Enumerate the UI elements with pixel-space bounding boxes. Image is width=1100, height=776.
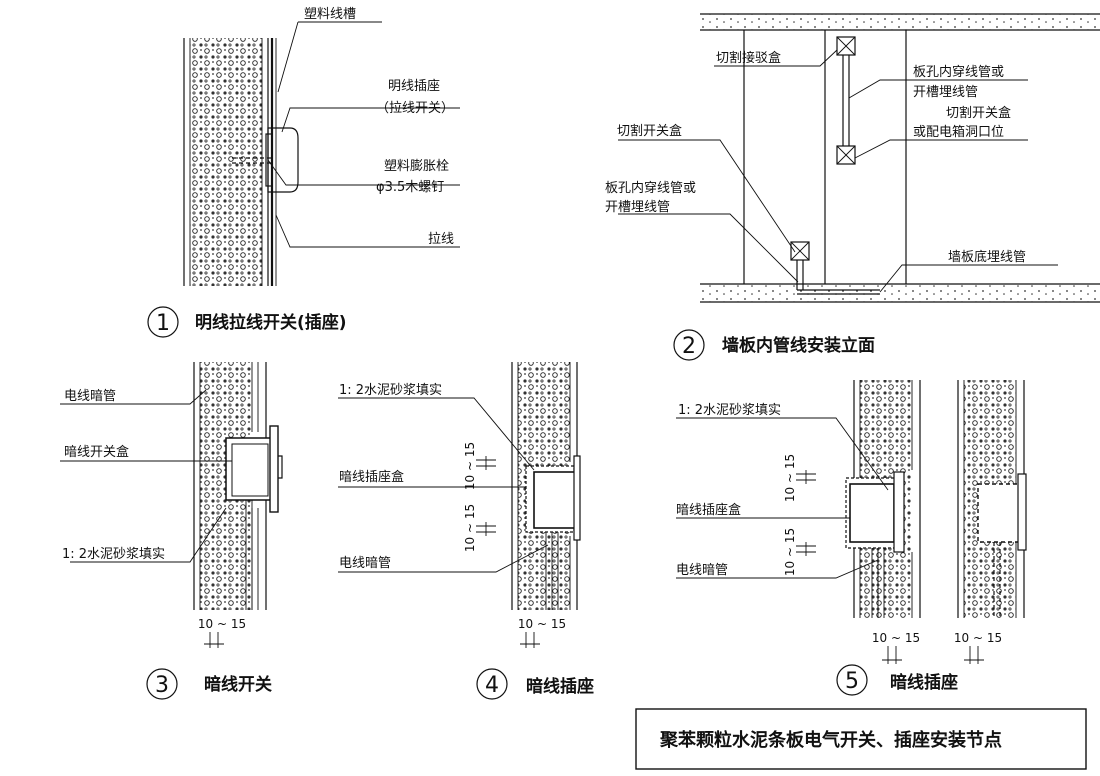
detail-5-dimension-b: 10 ~ 15 — [954, 631, 1002, 664]
detail-3-dimension: 10 ~ 15 — [198, 617, 246, 648]
label-concealed-socketbox: 暗线插座盒 — [339, 469, 404, 485]
detail-1-caption: 1 明线拉线开关(插座) — [147, 306, 347, 338]
detail-4-caption: 4 暗线插座 — [476, 668, 594, 700]
detail-5-dimension-a: 10 ~ 15 — [872, 631, 920, 664]
detail-2-leaders — [618, 49, 1058, 293]
detail-2-slabs — [700, 13, 1100, 303]
svg-text:10 ~ 15: 10 ~ 15 — [872, 631, 920, 645]
svg-text:10 ~ 15: 10 ~ 15 — [463, 442, 477, 490]
detail-5-socket-box-b — [977, 473, 1027, 618]
label-surface-socket: 明线插座 — [388, 79, 440, 94]
label-concealed-socketbox: 暗线插座盒 — [676, 502, 741, 518]
label-concealed-switchbox: 暗线开关盒 — [64, 444, 129, 460]
detail-2: 切割接驳盒 板孔内穿线管或 开槽埋线管 切割开关盒 或配电箱洞口位 切割开关盒 … — [605, 13, 1100, 361]
drawing-title: 聚苯颗粒水泥条板电气开关、插座安装节点 — [659, 729, 1002, 751]
label-conduit-left-1: 板孔内穿线管或 — [605, 180, 696, 196]
svg-text:暗线插座: 暗线插座 — [526, 676, 594, 697]
detail-1-surface-socket — [232, 127, 299, 193]
svg-text:5: 5 — [845, 669, 859, 694]
label-pull-switch: （拉线开关） — [376, 101, 454, 116]
detail-2-caption: 2 墙板内管线安装立面 — [673, 329, 875, 361]
svg-text:暗线插座: 暗线插座 — [890, 672, 958, 693]
label-cut-switchbox-left: 切割开关盒 — [617, 123, 682, 139]
detail-1-leaders — [267, 21, 460, 248]
title-block: 聚苯颗粒水泥条板电气开关、插座安装节点 — [635, 708, 1087, 770]
detail-4-dimension-vertical-top: 10 ~ 15 — [463, 442, 496, 490]
svg-text:10 ~ 15: 10 ~ 15 — [783, 454, 797, 502]
label-conduit-right-2: 开槽埋线管 — [913, 85, 978, 100]
label-mortar: 1: 2水泥砂浆填实 — [339, 383, 442, 398]
label-mortar: 1: 2水泥砂浆填实 — [678, 403, 781, 418]
label-cut-switchbox-right-2: 或配电箱洞口位 — [913, 124, 1004, 140]
label-mortar: 1: 2水泥砂浆填实 — [62, 547, 165, 562]
label-bottom-conduit: 墙板底埋线管 — [948, 249, 1026, 265]
detail-2-panels — [743, 30, 907, 284]
detail-4-socket-box — [525, 455, 581, 610]
label-conduit-left-2: 开槽埋线管 — [605, 200, 670, 215]
svg-text:10 ~ 15: 10 ~ 15 — [198, 617, 246, 631]
detail-4-dimension: 10 ~ 15 — [518, 617, 566, 648]
detail-5-leaders — [676, 417, 889, 579]
detail-3-leaders — [60, 389, 232, 563]
detail-5-caption: 5 暗线插座 — [836, 664, 958, 696]
svg-text:明线拉线开关(插座): 明线拉线开关(插座) — [195, 312, 347, 333]
detail-4: 1: 2水泥砂浆填实 暗线插座盒 电线暗管 10 ~ 15 10 ~ 15 10… — [338, 362, 594, 700]
svg-text:1: 1 — [156, 311, 170, 336]
svg-text:暗线开关: 暗线开关 — [204, 674, 272, 695]
label-pull-cord: 拉线 — [428, 232, 454, 247]
detail-5: 1: 2水泥砂浆填实 暗线插座盒 电线暗管 10 ~ 15 10 ~ 15 10… — [676, 380, 1027, 696]
label-cut-switchbox-right-1: 切割开关盒 — [946, 105, 1011, 121]
svg-text:4: 4 — [485, 673, 499, 698]
detail-2-boxes — [790, 36, 856, 261]
detail-1: 塑料线槽 明线插座 （拉线开关） 塑料膨胀栓 φ3.5木螺钉 拉线 1 明线拉线… — [147, 7, 460, 338]
detail-5-wall-section-b — [957, 380, 1025, 618]
label-cut-junction-box: 切割接驳盒 — [716, 50, 781, 66]
detail-3: 电线暗管 暗线开关盒 1: 2水泥砂浆填实 10 ~ 15 3 暗线开关 — [60, 362, 283, 700]
detail-2-conduits — [796, 55, 880, 295]
label-concealed-conduit: 电线暗管 — [64, 389, 116, 404]
detail-1-wall-section — [183, 38, 277, 286]
svg-text:3: 3 — [155, 673, 169, 698]
label-plastic-anchor: 塑料膨胀栓 — [384, 159, 449, 174]
label-conduit-right-1: 板孔内穿线管或 — [913, 64, 1004, 80]
detail-4-leaders — [338, 397, 549, 573]
detail-5-dimension-vertical-bottom: 10 ~ 15 — [783, 528, 816, 576]
label-concealed-conduit: 电线暗管 — [339, 556, 391, 571]
detail-3-switch-box — [225, 425, 283, 610]
svg-text:10 ~ 15: 10 ~ 15 — [463, 504, 477, 552]
svg-text:墙板内管线安装立面: 墙板内管线安装立面 — [722, 335, 875, 356]
svg-text:2: 2 — [682, 334, 696, 359]
svg-text:10 ~ 15: 10 ~ 15 — [954, 631, 1002, 645]
detail-5-dimension-vertical-top: 10 ~ 15 — [783, 454, 816, 502]
svg-text:10 ~ 15: 10 ~ 15 — [518, 617, 566, 631]
label-concealed-conduit: 电线暗管 — [676, 563, 728, 578]
svg-text:10 ~ 15: 10 ~ 15 — [783, 528, 797, 576]
detail-4-dimension-vertical-bottom: 10 ~ 15 — [463, 504, 496, 552]
label-plastic-trough: 塑料线槽 — [304, 7, 356, 22]
label-wood-screw: φ3.5木螺钉 — [376, 180, 444, 195]
detail-3-caption: 3 暗线开关 — [146, 668, 272, 700]
